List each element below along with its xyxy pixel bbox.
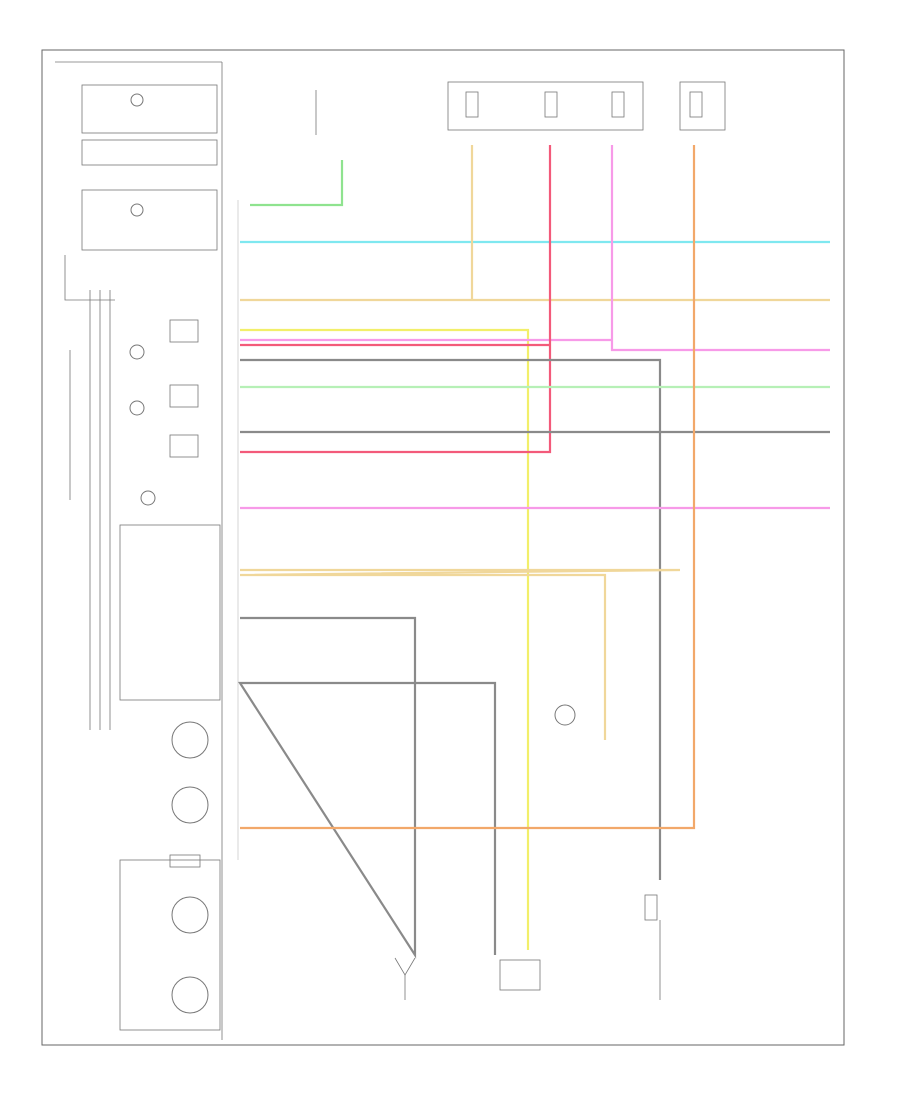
- wire-yellow: [240, 328, 530, 950]
- diagram-border: [41, 49, 845, 1046]
- wire-red: [240, 145, 552, 454]
- sender-icon: [554, 704, 576, 726]
- module-box: [169, 384, 199, 408]
- gauge-icon: [171, 721, 209, 759]
- indicator-lamp-icon: [140, 490, 156, 506]
- module-box: [169, 319, 199, 343]
- fuse-icon: [689, 91, 703, 118]
- gauge-icon: [171, 976, 209, 1014]
- wire-orange: [240, 145, 696, 830]
- fuse-block: [315, 81, 726, 135]
- wire-tan: [240, 145, 830, 302]
- indicator-lamp-icon: [129, 344, 145, 360]
- sensor-box: [499, 959, 541, 991]
- wire-gray: [237, 616, 497, 959]
- gauge-icon: [171, 786, 209, 824]
- wire-group: [237, 145, 830, 959]
- warning-lamp-panel: [119, 524, 221, 701]
- ground-symbols: [394, 704, 661, 1000]
- indicator-lamp-icon: [130, 203, 144, 217]
- module-box: [169, 434, 199, 458]
- instrument-cluster: [55, 61, 223, 1040]
- switch-icon: [644, 894, 658, 921]
- fuse-icon: [611, 91, 625, 118]
- fuse-icon: [544, 91, 558, 118]
- indicator-lamp-icon: [130, 93, 144, 107]
- wire-tan: [239, 568, 681, 740]
- wire-pink: [240, 145, 830, 352]
- indicator-lamp-icon: [129, 400, 145, 416]
- wire-gray: [240, 358, 662, 880]
- gauge-icon: [171, 896, 209, 934]
- wire-green: [250, 160, 344, 207]
- fuse-icon: [465, 91, 479, 118]
- ground-icon: [394, 957, 416, 976]
